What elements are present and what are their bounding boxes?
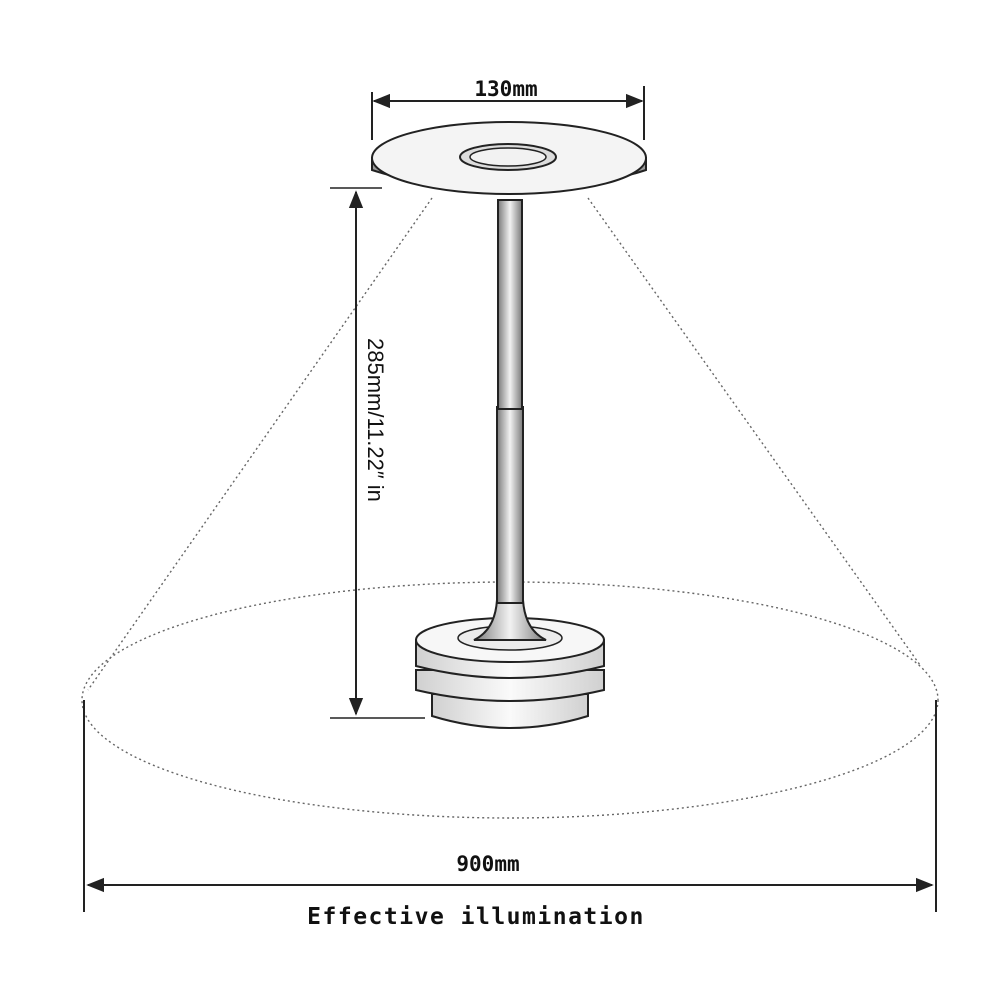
illumination-width-label: 900mm	[456, 852, 519, 876]
stem-flare	[473, 599, 547, 641]
lamp-stem	[473, 199, 547, 641]
base-bottom-ring	[431, 693, 589, 729]
lamp-head	[371, 121, 647, 195]
stem-lower	[496, 406, 524, 604]
cone-right-edge	[587, 197, 921, 666]
top-width-dimension	[371, 86, 645, 140]
light-cone	[81, 197, 939, 819]
head-center-inner	[469, 147, 547, 167]
caption: Effective illumination	[307, 904, 645, 930]
height-dimension	[330, 187, 425, 719]
illumination-width-dimension	[83, 700, 937, 912]
cone-left-edge	[87, 197, 433, 691]
illumination-ellipse	[81, 581, 939, 819]
base-middle-ring	[415, 669, 605, 702]
top-width-label: 130mm	[474, 77, 537, 101]
height-label: 285mm/11.22″ in	[363, 338, 388, 502]
stem-upper	[497, 199, 523, 410]
